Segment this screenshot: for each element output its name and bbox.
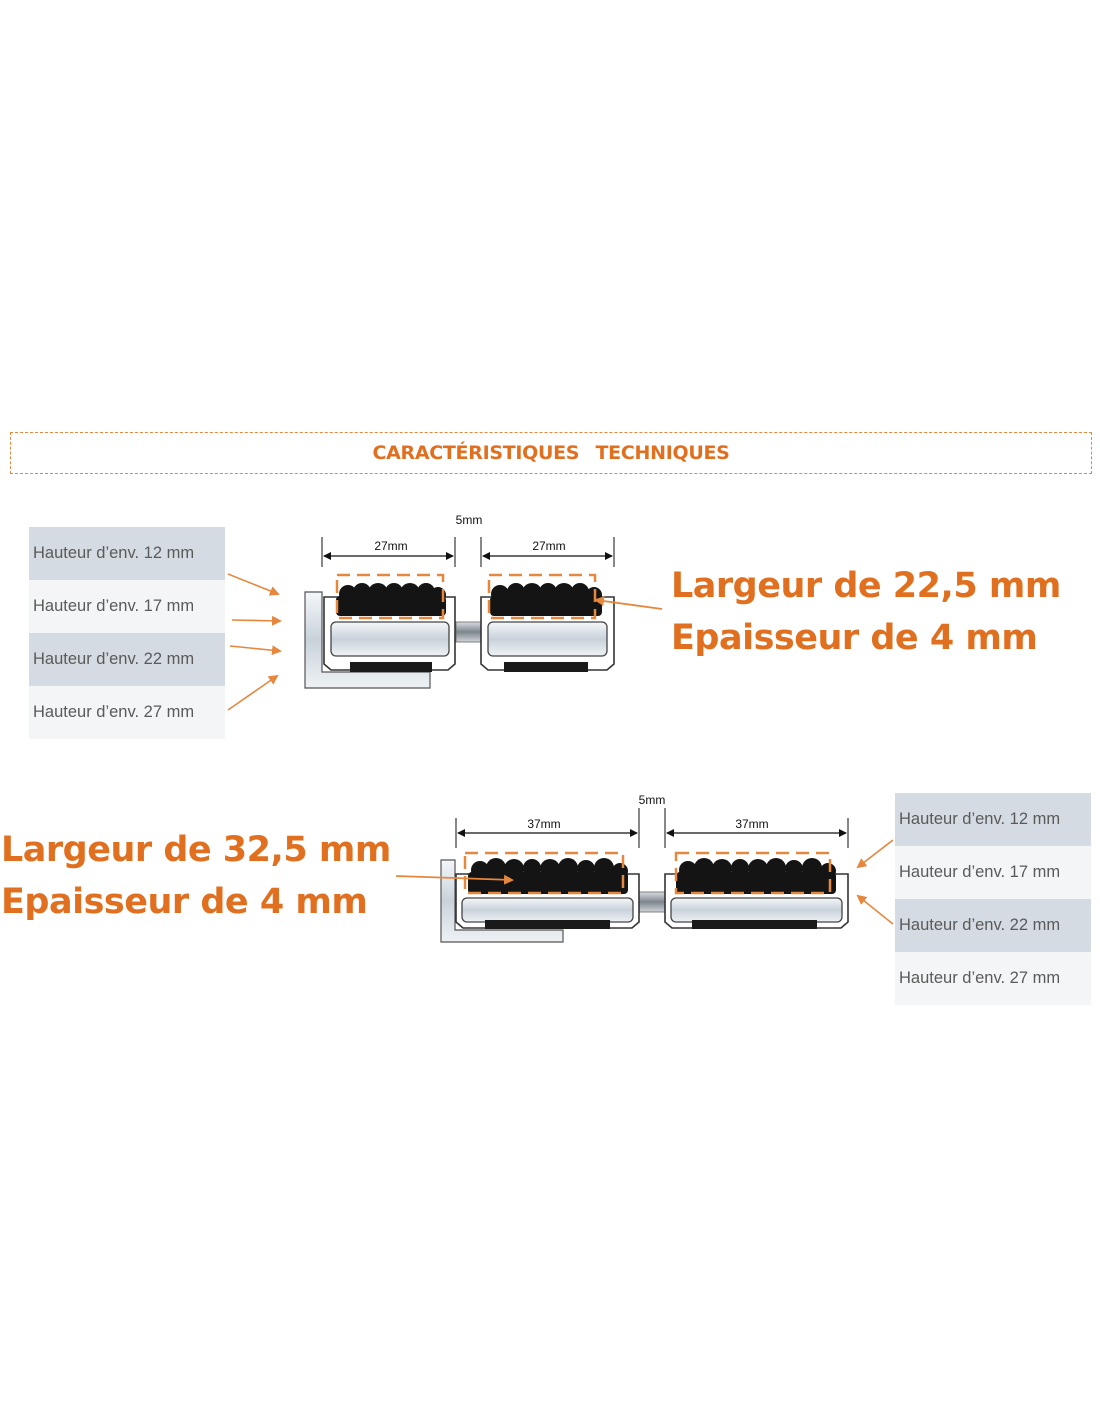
height-option-22: Hauteur d’env. 22 mm	[29, 633, 225, 686]
dim-label-right: 37mm	[735, 817, 768, 831]
dim-label-right: 27mm	[532, 539, 565, 553]
pointer-arrow	[856, 839, 894, 869]
brush-insert-left	[336, 583, 446, 616]
width-frame-left	[335, 573, 445, 620]
spec-pointer-arrow	[395, 874, 514, 885]
spec-width-bottom: Largeur de 32,5 mm	[1, 830, 391, 870]
height-option-22: Hauteur d’env. 22 mm	[895, 899, 1091, 952]
brush-insert-right	[490, 583, 602, 616]
profile-diagram-bottom: 37mm 37mm 5mm	[395, 793, 894, 943]
brush-insert-right	[676, 858, 836, 894]
pointer-arrow	[227, 573, 280, 596]
spec-thickness-top: Epaisseur de 4 mm	[671, 618, 1038, 658]
spec-thickness-bottom: Epaisseur de 4 mm	[1, 882, 368, 922]
dim-label-left: 37mm	[527, 817, 560, 831]
spec-width-top: Largeur de 22,5 mm	[671, 566, 1061, 606]
spec-pointer-arrow	[594, 596, 663, 610]
brush-insert-left	[468, 858, 628, 894]
height-options-top: Hauteur d’env. 12 mm Hauteur d’env. 17 m…	[29, 527, 225, 739]
height-option-27: Hauteur d’env. 27 mm	[895, 952, 1091, 1005]
connector-bar	[455, 621, 483, 643]
title-banner: CARACTÉRISTIQUES TECHNIQUES	[10, 432, 1092, 474]
height-option-12: Hauteur d’env. 12 mm	[29, 527, 225, 580]
width-frame-right	[674, 851, 832, 895]
height-option-17: Hauteur d’env. 17 mm	[895, 846, 1091, 899]
height-option-27: Hauteur d’env. 27 mm	[29, 686, 225, 739]
pointer-arrow	[231, 615, 282, 626]
profile-diagram-top: 27mm 27mm 5mm	[227, 513, 663, 711]
dim-label-left: 27mm	[374, 539, 407, 553]
height-option-17: Hauteur d’env. 17 mm	[29, 580, 225, 633]
pointer-arrow	[229, 645, 282, 656]
connector-bar	[637, 891, 667, 913]
height-options-bottom: Hauteur d’env. 12 mm Hauteur d’env. 17 m…	[895, 793, 1091, 1005]
dim-label-gap: 5mm	[456, 513, 483, 527]
height-option-12: Hauteur d’env. 12 mm	[895, 793, 1091, 846]
page-title: CARACTÉRISTIQUES TECHNIQUES	[372, 442, 730, 464]
dim-label-gap: 5mm	[639, 793, 666, 807]
pointer-arrow	[227, 674, 279, 711]
pointer-arrow	[856, 894, 894, 925]
edge-profile	[440, 859, 564, 943]
